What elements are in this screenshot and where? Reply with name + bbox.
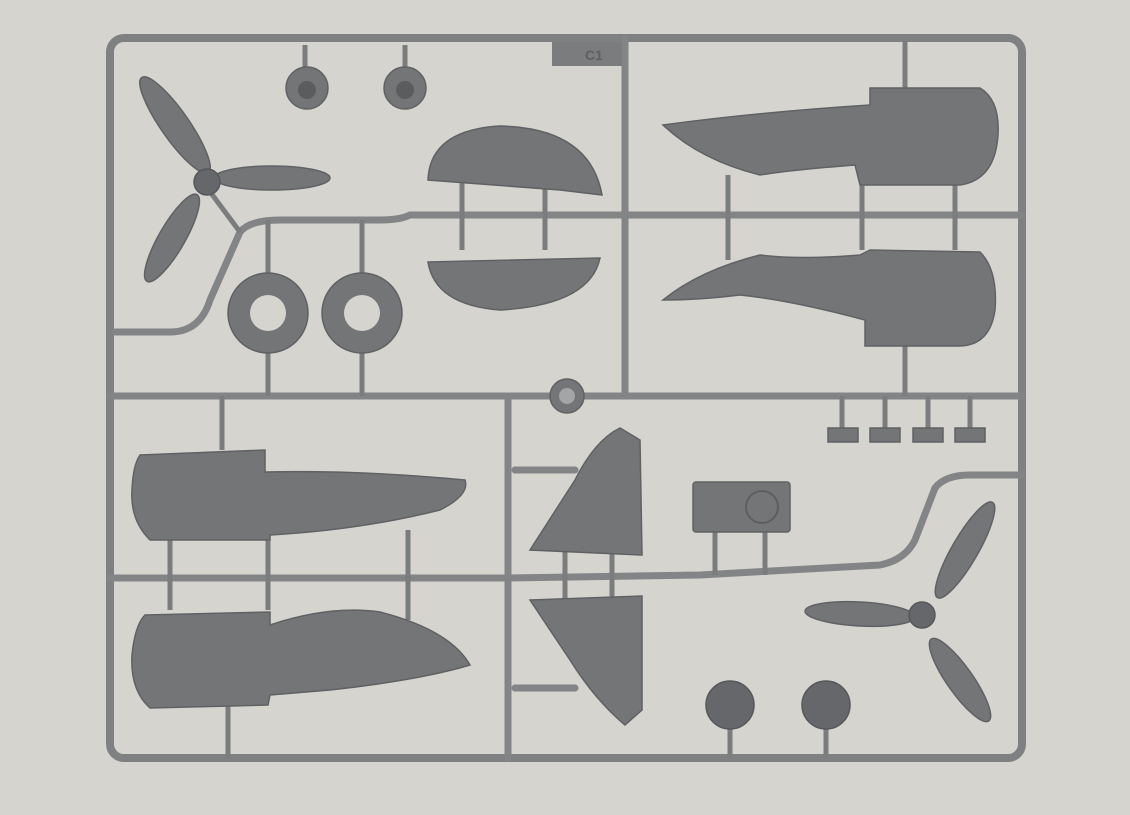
wheels xyxy=(227,220,403,396)
instrument-box xyxy=(692,481,791,575)
propeller-top-left xyxy=(139,76,331,283)
small-domes xyxy=(705,680,851,758)
propeller-bottom-right xyxy=(804,501,996,723)
small-rings xyxy=(285,45,427,110)
small-parts xyxy=(827,396,986,443)
sprue-tag xyxy=(552,42,622,66)
canopy-halves xyxy=(427,125,603,311)
engine-nacelles-right xyxy=(660,40,999,396)
engine-nacelles-left xyxy=(131,396,472,758)
tail-fins xyxy=(528,427,643,726)
sprue-label: C1 xyxy=(585,47,603,63)
